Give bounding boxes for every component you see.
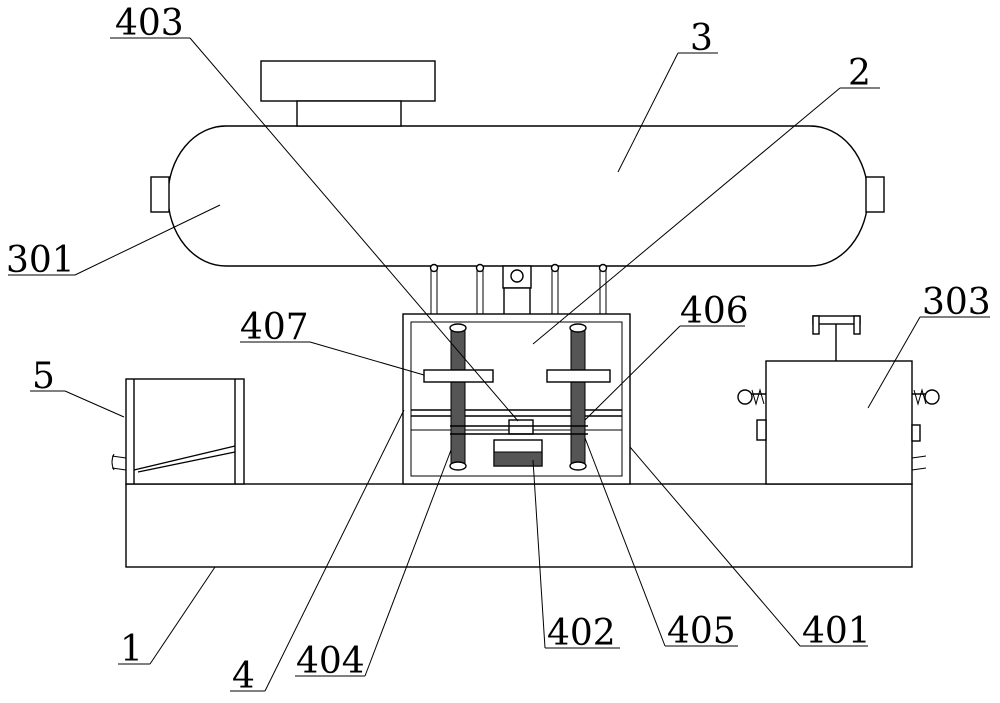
right-box <box>737 315 940 485</box>
label-2: 2 <box>848 53 871 94</box>
label-1: 1 <box>120 629 143 670</box>
label-401: 401 <box>802 611 871 652</box>
leader-lines <box>8 37 990 692</box>
motor <box>493 439 543 467</box>
label-404: 404 <box>296 641 365 682</box>
slider-right <box>546 369 611 383</box>
label-3: 3 <box>690 18 713 59</box>
label-407: 407 <box>240 307 309 348</box>
label-301: 301 <box>6 240 75 281</box>
tank <box>150 60 885 267</box>
label-406: 406 <box>680 291 749 332</box>
threaded-rods <box>449 323 587 471</box>
left-box <box>111 378 245 485</box>
label-405: 405 <box>667 611 736 652</box>
slider-left <box>423 369 494 383</box>
label-403: 403 <box>115 3 184 44</box>
base-plate <box>125 483 913 568</box>
label-5: 5 <box>32 356 55 397</box>
label-402: 402 <box>547 613 616 654</box>
belt-drive <box>450 419 588 435</box>
label-303: 303 <box>922 282 991 323</box>
label-4: 4 <box>232 656 255 697</box>
